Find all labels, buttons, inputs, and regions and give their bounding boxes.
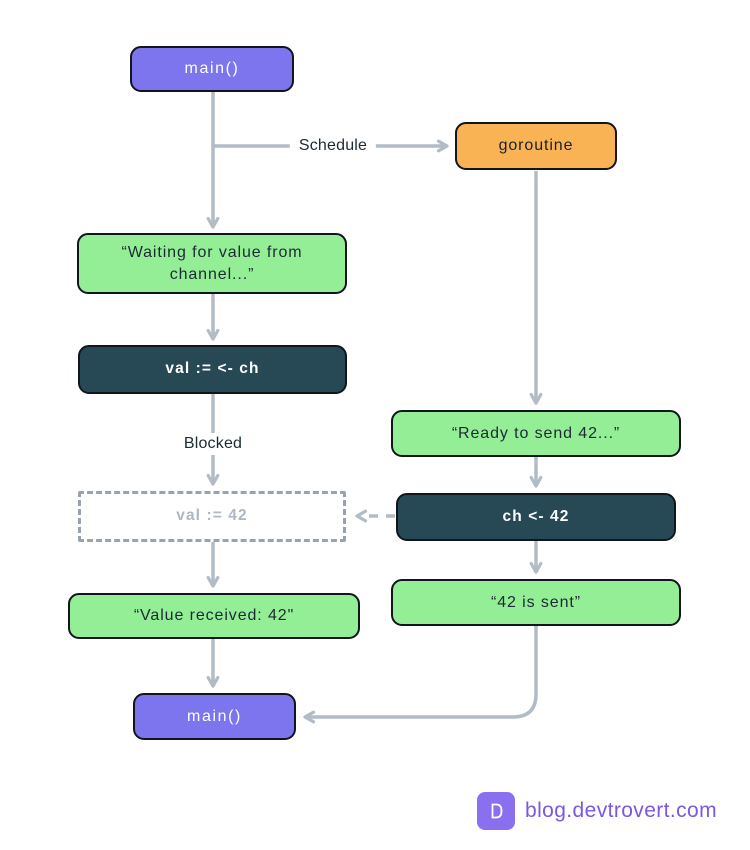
node-sent-print: “42 is sent” bbox=[391, 579, 681, 626]
edge-label-schedule: Schedule bbox=[289, 135, 377, 157]
edge-label-blocked: Blocked bbox=[174, 433, 252, 455]
node-main-top: main() bbox=[130, 46, 294, 92]
node-waiting-print: “Waiting for value from channel...” bbox=[77, 233, 347, 294]
node-ready-print: “Ready to send 42...” bbox=[391, 410, 681, 457]
edge-sent-to-main bbox=[303, 626, 538, 724]
node-val-assign: val := <- ch bbox=[78, 345, 347, 394]
footer-site-url: blog.devtrovert.com bbox=[525, 799, 718, 822]
footer-branding: blog.devtrovert.com bbox=[477, 792, 717, 830]
node-main-bottom: main() bbox=[133, 693, 296, 740]
devtrovert-logo-icon bbox=[477, 792, 515, 830]
node-ch-send: ch <- 42 bbox=[396, 493, 676, 541]
node-goroutine: goroutine bbox=[455, 122, 617, 170]
node-val-42-ghost: val := 42 bbox=[78, 491, 346, 542]
node-value-received-print: “Value received: 42" bbox=[68, 593, 360, 639]
logo-d-glyph bbox=[491, 803, 503, 819]
